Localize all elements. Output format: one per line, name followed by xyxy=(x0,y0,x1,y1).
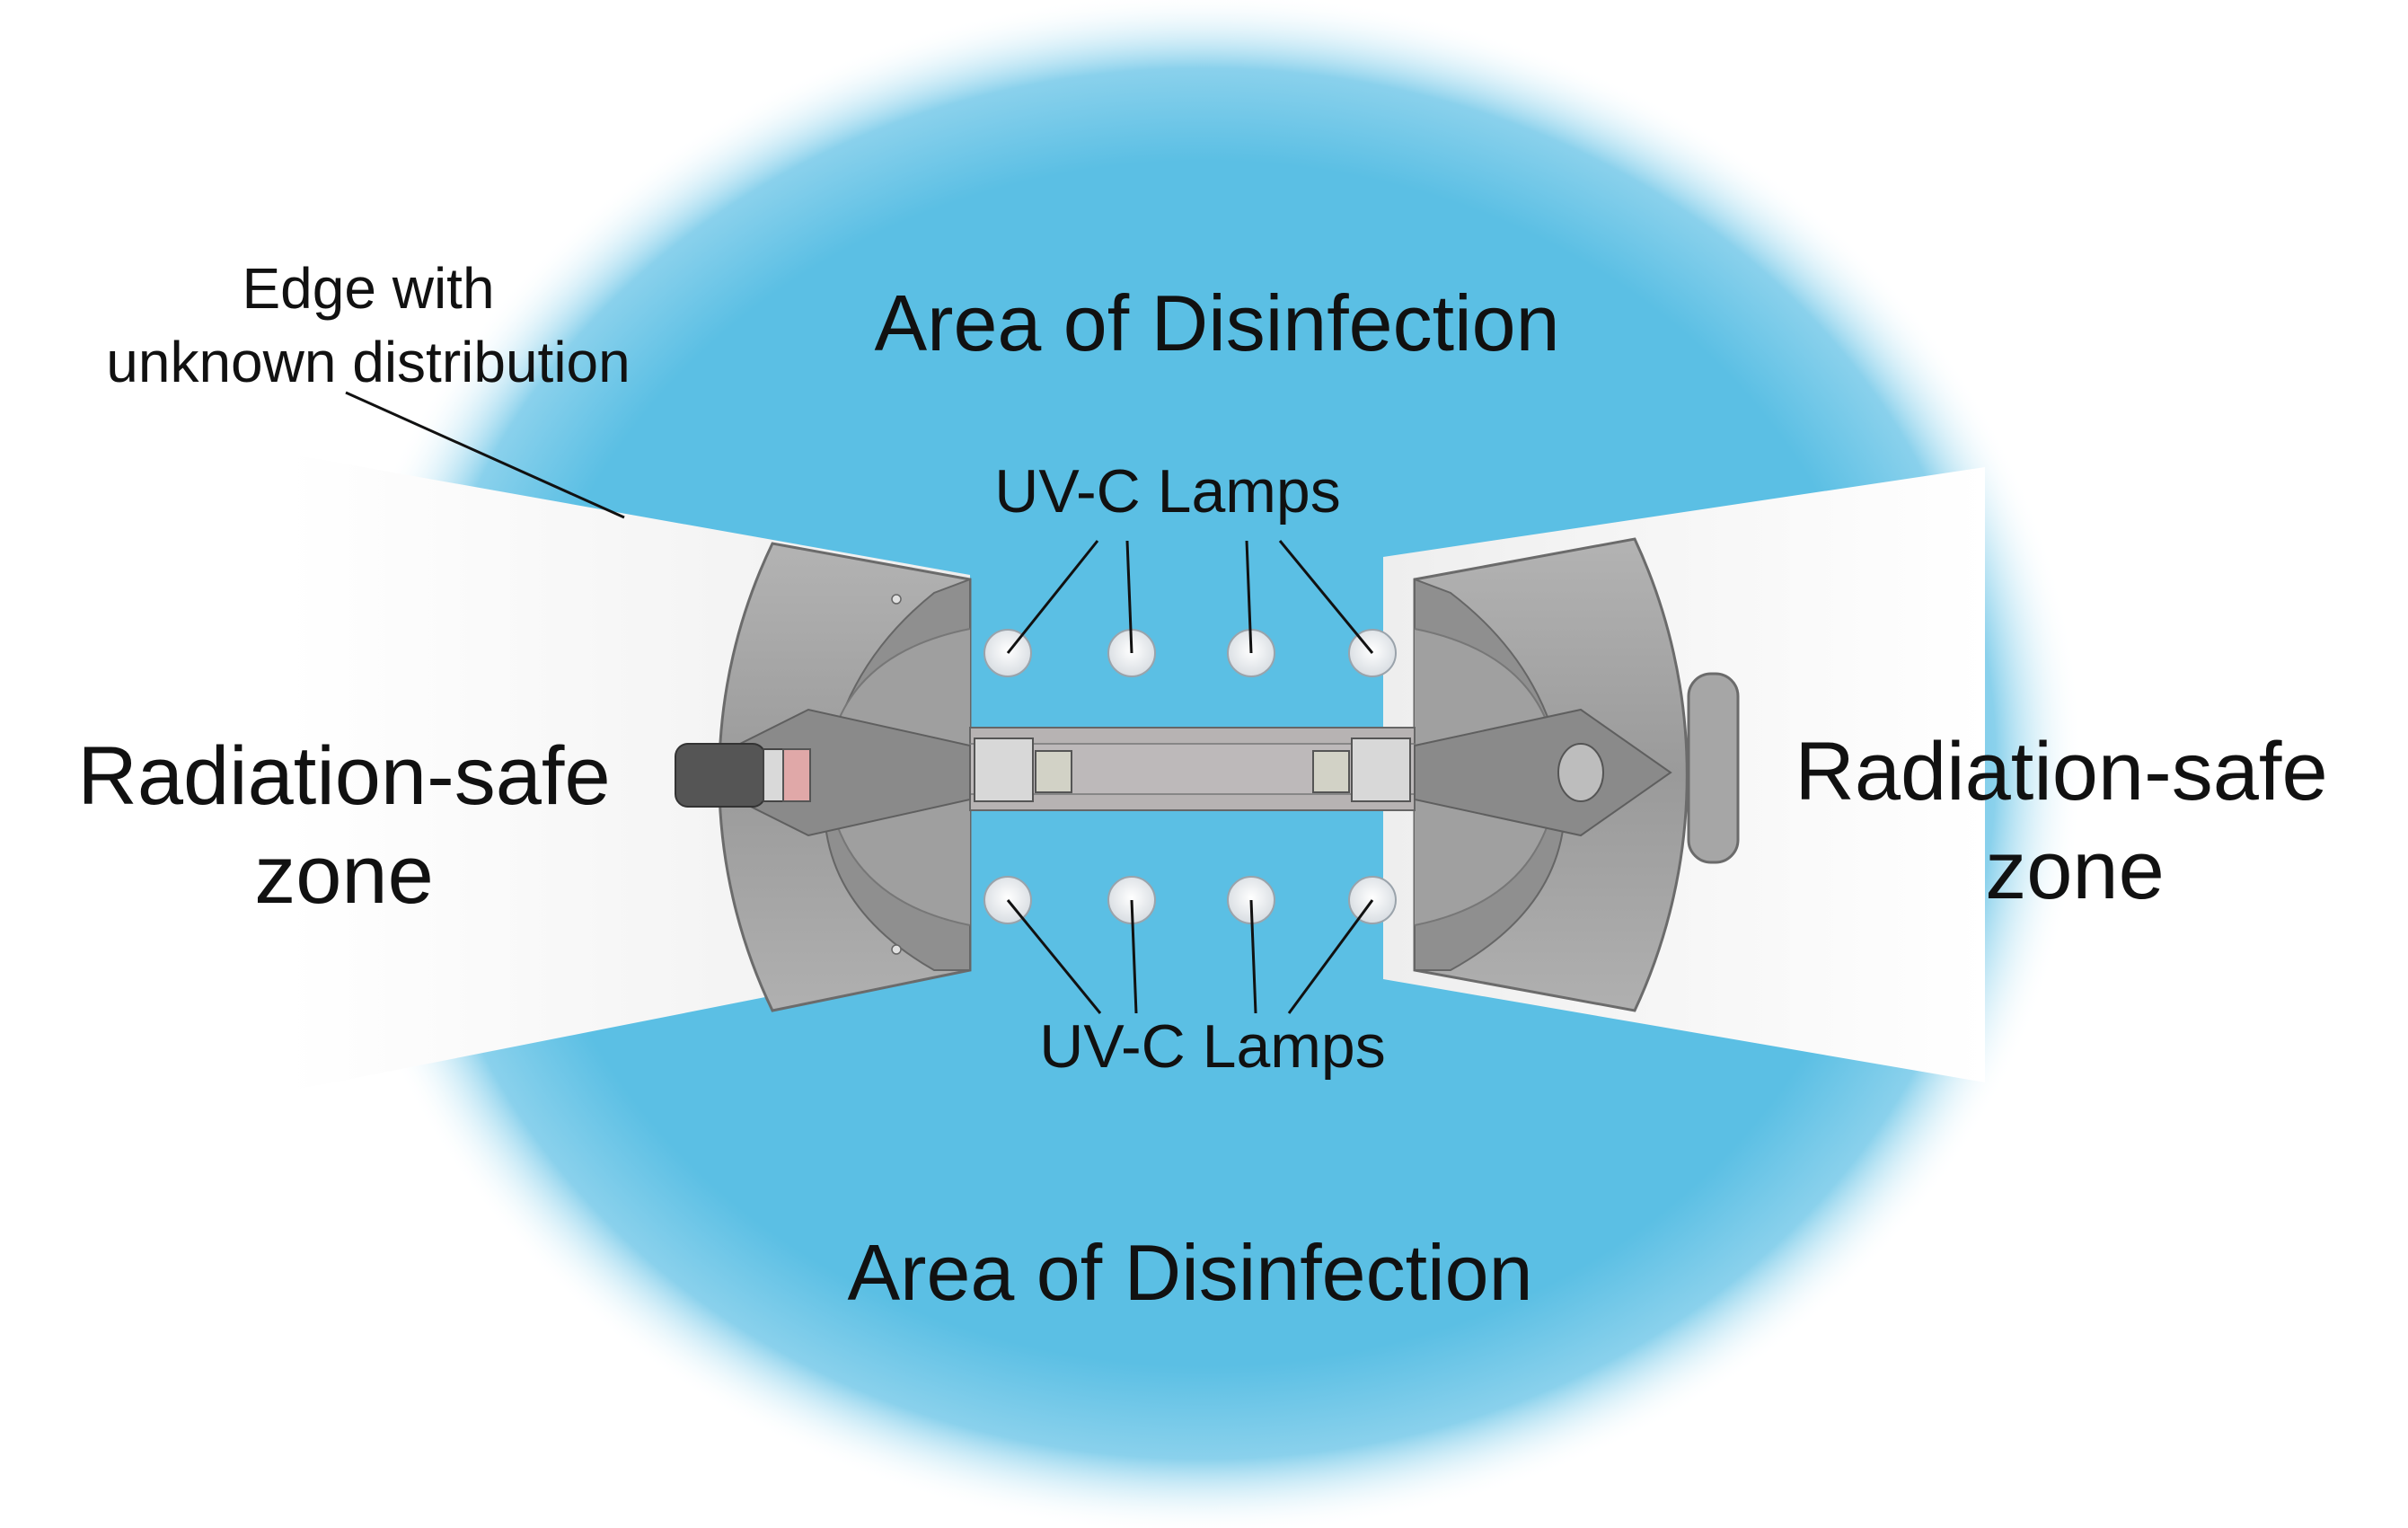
area-label-bottom: Area of Disinfection xyxy=(847,1228,1532,1317)
edge-label-line2: unknown distribution xyxy=(106,330,630,394)
leader-lines xyxy=(345,391,1374,1014)
left-connector xyxy=(675,708,971,837)
edge-label-line1: Edge with xyxy=(242,256,494,321)
safe-zone-left-line1: Radiation-safe xyxy=(77,730,610,822)
safe-zone-left-line2: zone xyxy=(254,829,434,921)
right-connector xyxy=(1414,708,1672,837)
lamps-label-bottom: UV-C Lamps xyxy=(1039,1012,1385,1081)
central-beam xyxy=(969,727,1416,811)
lamps-label-top: UV-C Lamps xyxy=(994,457,1340,526)
area-label-top: Area of Disinfection xyxy=(874,278,1559,367)
safe-zone-right-line2: zone xyxy=(1985,825,2165,916)
safe-zone-right-line1: Radiation-safe xyxy=(1795,726,2327,817)
